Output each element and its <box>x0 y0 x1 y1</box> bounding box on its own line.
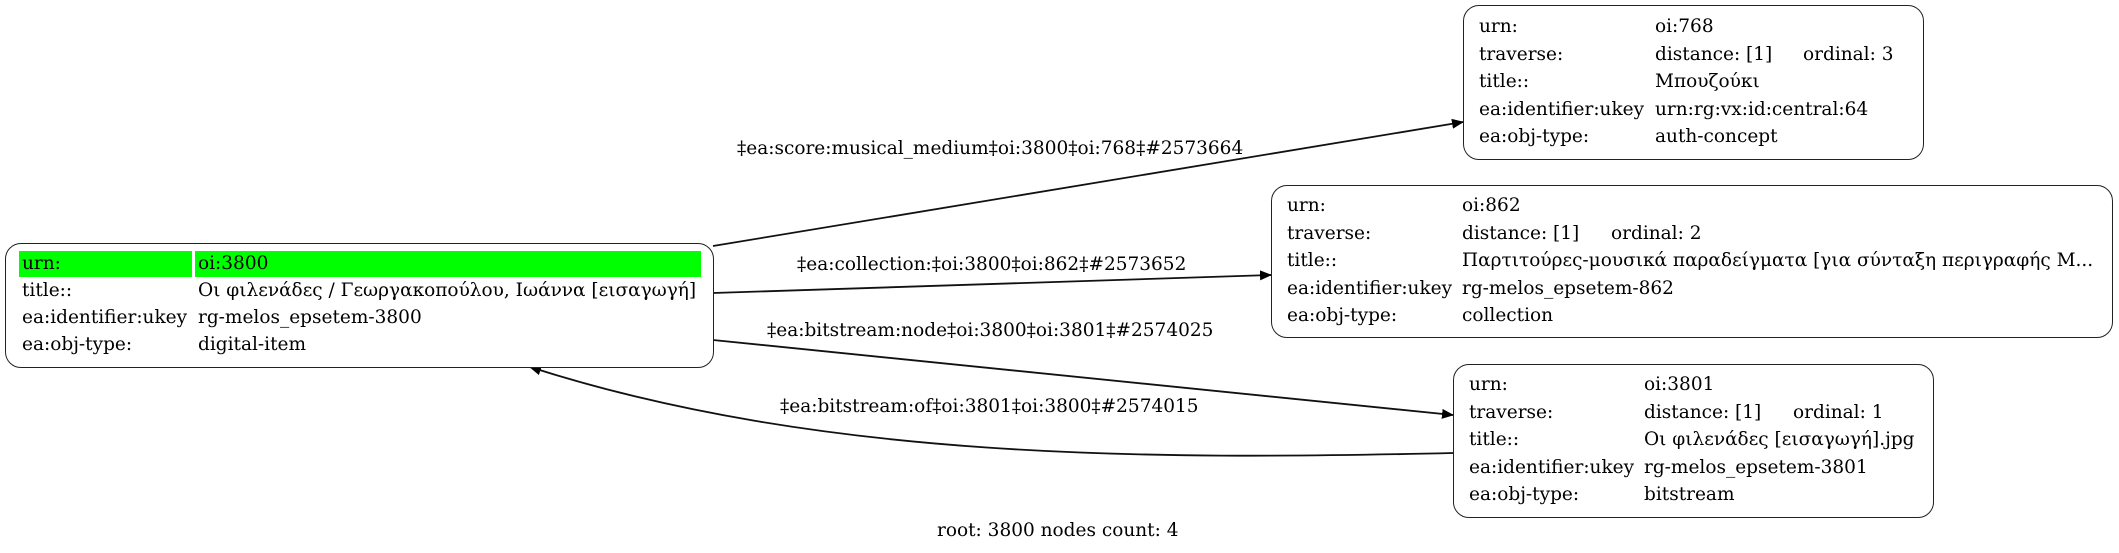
node-row-urn: urn: oi:862 <box>1287 193 2107 219</box>
node-row-ukey: ea:identifier:ukey rg-melos_epsetem-3801 <box>1469 455 1929 481</box>
row-value: Οι φιλενάδες [εισαγωγή].jpg <box>1644 429 1915 450</box>
row-label: ea:obj-type: <box>1479 126 1590 147</box>
edge-collection[interactable] <box>712 270 1272 294</box>
edge-bitstream-node[interactable] <box>712 339 1454 419</box>
node-row-title: title:: Οι φιλενάδες / Γεωργακοπούλου, Ι… <box>22 278 702 304</box>
node-row-traverse: traverse: distance: [1] ordinal: 3 <box>1479 42 1919 68</box>
edge-bitstream-of[interactable] <box>529 365 1454 457</box>
edge-label-collection: ‡ea:collection:‡oi:3800‡oi:862‡#2573652 <box>797 254 1187 275</box>
row-value: Μπουζούκι <box>1655 71 1760 92</box>
traverse-ordinal: ordinal: 3 <box>1803 43 1894 65</box>
row-label: urn: <box>22 253 61 274</box>
traverse-ordinal: ordinal: 1 <box>1793 401 1884 423</box>
row-value: Παρτιτούρες-μουσικά παραδείγματα [για σύ… <box>1462 250 2094 271</box>
edge-label-score-musical-medium: ‡ea:score:musical_medium‡oi:3800‡oi:768‡… <box>737 138 1244 159</box>
row-label: ea:obj-type: <box>1469 484 1580 505</box>
highlight-label <box>19 251 192 277</box>
traverse-distance: distance: [1] <box>1462 222 1580 244</box>
graph-footer-caption: root: 3800 nodes count: 4 <box>937 520 1179 541</box>
node-row-urn: urn: oi:3800 <box>22 251 702 277</box>
row-value: rg-melos_epsetem-862 <box>1462 277 1674 299</box>
node-row-ukey: ea:identifier:ukey rg-melos_epsetem-862 <box>1287 276 2107 302</box>
row-value: urn:rg:vx:id:central:64 <box>1655 98 1869 120</box>
row-value: digital-item <box>198 334 306 355</box>
row-label: urn: <box>1479 16 1518 37</box>
node-row-title: title:: Παρτιτούρες-μουσικά παραδείγματα… <box>1287 248 2107 274</box>
node-row-obj-type: ea:obj-type: bitstream <box>1469 482 1929 508</box>
highlight-value <box>195 251 701 277</box>
traverse-distance: distance: [1] <box>1644 401 1762 423</box>
row-value: oi:862 <box>1462 195 1521 216</box>
row-label: ea:obj-type: <box>22 334 133 355</box>
row-label: traverse: <box>1287 222 1372 244</box>
row-value: Οι φιλενάδες / Γεωργακοπούλου, Ιωάννα [ε… <box>198 280 697 301</box>
row-value: rg-melos_epsetem-3801 <box>1644 456 1868 478</box>
traverse-distance: distance: [1] <box>1655 43 1773 65</box>
node-row-obj-type: ea:obj-type: digital-item <box>22 332 702 358</box>
node-row-ukey: ea:identifier:ukey rg-melos_epsetem-3800 <box>22 305 702 331</box>
row-value: oi:3801 <box>1644 374 1715 395</box>
row-label: title:: <box>1287 250 1338 271</box>
row-value: collection <box>1462 305 1554 326</box>
row-value: bitstream <box>1644 484 1735 505</box>
row-label: ea:identifier:ukey <box>1479 98 1645 120</box>
node-3801[interactable]: urn: oi:3801 traverse: distance: [1] ord… <box>1453 364 1934 518</box>
node-row-obj-type: ea:obj-type: collection <box>1287 303 2107 329</box>
node-768[interactable]: urn: oi:768 traverse: distance: [1] ordi… <box>1463 5 1924 160</box>
edge-label-bitstream-of: ‡ea:bitstream:of‡oi:3801‡oi:3800‡#257401… <box>780 396 1199 417</box>
node-row-obj-type: ea:obj-type: auth-concept <box>1479 124 1919 150</box>
node-row-title: title:: Οι φιλενάδες [εισαγωγή].jpg <box>1469 427 1929 453</box>
node-root-3800[interactable]: urn: oi:3800 title:: Οι φιλενάδες / Γεωρ… <box>5 243 714 368</box>
row-label: title:: <box>1479 71 1530 92</box>
node-row-urn: urn: oi:3801 <box>1469 372 1929 398</box>
row-label: ea:identifier:ukey <box>22 307 188 328</box>
row-value: rg-melos_epsetem-3800 <box>198 307 422 328</box>
edge-score-musical-medium[interactable] <box>712 118 1464 247</box>
row-label: traverse: <box>1479 43 1564 65</box>
node-row-title: title:: Μπουζούκι <box>1479 69 1919 95</box>
row-value: auth-concept <box>1655 126 1778 147</box>
edge-label-bitstream-node: ‡ea:bitstream:node‡oi:3800‡oi:3801‡#2574… <box>767 320 1214 341</box>
node-row-urn: urn: oi:768 <box>1479 14 1919 40</box>
row-label: urn: <box>1287 195 1326 216</box>
row-label: urn: <box>1469 374 1508 395</box>
node-row-traverse: traverse: distance: [1] ordinal: 2 <box>1287 221 2107 247</box>
row-label: traverse: <box>1469 401 1554 423</box>
row-label: ea:identifier:ukey <box>1469 456 1635 478</box>
traverse-ordinal: ordinal: 2 <box>1611 222 1702 244</box>
row-value: oi:768 <box>1655 16 1714 37</box>
node-862[interactable]: urn: oi:862 traverse: distance: [1] ordi… <box>1271 185 2113 338</box>
row-label: title:: <box>1469 429 1520 450</box>
row-label: ea:identifier:ukey <box>1287 277 1453 299</box>
row-label: title:: <box>22 280 73 301</box>
node-row-traverse: traverse: distance: [1] ordinal: 1 <box>1469 400 1929 426</box>
row-label: ea:obj-type: <box>1287 305 1398 326</box>
row-value: oi:3800 <box>198 253 269 274</box>
node-row-ukey: ea:identifier:ukey urn:rg:vx:id:central:… <box>1479 97 1919 123</box>
